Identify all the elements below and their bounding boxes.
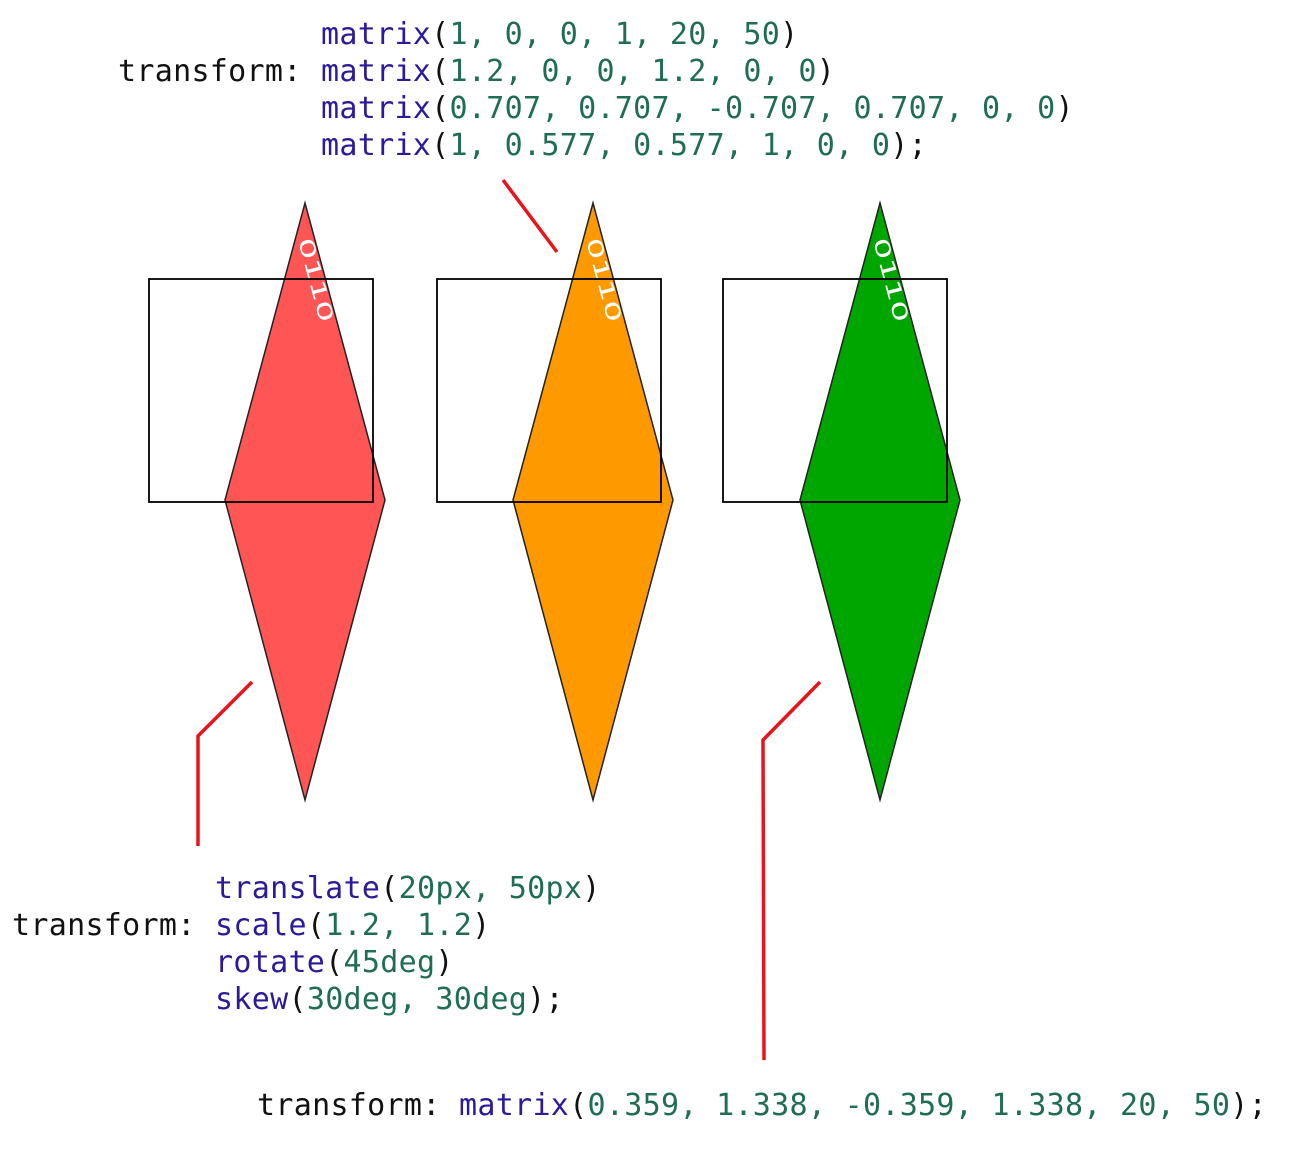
original-box <box>436 278 662 503</box>
function-args: 1, 0, 0, 1, 20, 50 <box>449 17 781 52</box>
line-end: ); <box>527 982 564 1017</box>
line-end: ) <box>816 54 836 89</box>
transformed-shape-2: 0110 <box>436 200 674 803</box>
function-name: rotate <box>215 945 326 980</box>
original-box <box>722 278 948 503</box>
left-code-lines: translate(20px, 50px)scale(1.2, 1.2)rota… <box>215 870 601 1018</box>
function-name: matrix <box>321 91 432 126</box>
left_code-line: rotate(45deg) <box>215 945 454 980</box>
left-keyword: transform: <box>12 908 196 943</box>
transformed-shape-1: 0110 <box>148 200 386 803</box>
transformed-shape-3: 0110 <box>722 200 961 803</box>
line-end: ) <box>780 17 799 52</box>
function-name: skew <box>215 982 289 1017</box>
function-args: 1.2, 0, 0, 1.2, 0, 0 <box>449 54 817 89</box>
connector-left <box>196 680 254 846</box>
top_code-line: matrix(1, 0.577, 0.577, 1, 0, 0); <box>321 128 927 163</box>
left_code-line: scale(1.2, 1.2) <box>215 908 491 943</box>
function-args: 45deg <box>343 945 436 980</box>
top-code-lines: matrix(1, 0, 0, 1, 20, 50)matrix(1.2, 0,… <box>321 16 1074 164</box>
function-name: scale <box>215 908 307 943</box>
function-args: 0.707, 0.707, -0.707, 0.707, 0, 0 <box>449 91 1056 126</box>
function-args: 1.2, 1.2 <box>325 908 473 943</box>
function-name: matrix <box>321 17 432 52</box>
top_code-line: matrix(1, 0, 0, 1, 20, 50) <box>321 17 799 52</box>
top_code-line: matrix(0.707, 0.707, -0.707, 0.707, 0, 0… <box>321 91 1074 126</box>
function-args: 20px, 50px <box>398 871 583 906</box>
line-end: ) <box>1055 91 1074 126</box>
top_code-line: matrix(1.2, 0, 0, 1.2, 0, 0) <box>321 54 836 89</box>
bottom-code-block: transform: matrix(0.359, 1.338, -0.359, … <box>257 1088 1267 1123</box>
bottom-end: ); <box>1230 1088 1267 1123</box>
top-code-block: transform: <box>118 16 302 90</box>
left-code-block: transform: <box>12 870 196 944</box>
left_code-line: translate(20px, 50px) <box>215 871 601 906</box>
function-name: matrix <box>321 54 432 89</box>
function-args: 1, 0.577, 0.577, 1, 0, 0 <box>449 128 891 163</box>
function-name: translate <box>215 871 381 906</box>
original-box <box>148 278 374 503</box>
line-end: ) <box>582 871 601 906</box>
connector-lines <box>196 178 822 1061</box>
bottom-keyword: transform: <box>257 1088 441 1123</box>
bottom-args: 0.359, 1.338, -0.359, 1.338, 20, 50 <box>587 1088 1231 1123</box>
top-keyword: transform: <box>118 54 302 89</box>
line-end: ); <box>890 128 927 163</box>
connector-right <box>761 680 822 1061</box>
left_code-line: skew(30deg, 30deg); <box>215 982 564 1017</box>
line-end: ) <box>472 908 491 943</box>
line-end: ) <box>435 945 454 980</box>
connector-top <box>501 178 559 254</box>
bottom-fn: matrix <box>459 1088 570 1123</box>
function-args: 30deg, 30deg <box>306 982 528 1017</box>
function-name: matrix <box>321 128 432 163</box>
